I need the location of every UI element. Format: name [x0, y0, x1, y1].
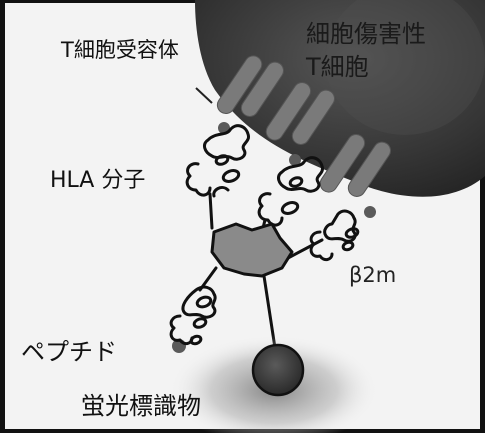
hla-molecule-label: HLA 分子	[50, 170, 145, 192]
peptide-label: ペプチド	[21, 340, 117, 364]
cytotoxic-t-cell-label-line1: 細胞傷害性	[306, 22, 426, 46]
fluorophore-label: 蛍光標識物	[81, 394, 201, 418]
cytotoxic-t-cell-label-line2: T細胞	[306, 55, 369, 79]
fluorophore-sphere	[253, 345, 303, 395]
t-cell-receptor-label: T細胞受容体	[61, 40, 179, 61]
beta2m-label: β2m	[349, 265, 396, 286]
